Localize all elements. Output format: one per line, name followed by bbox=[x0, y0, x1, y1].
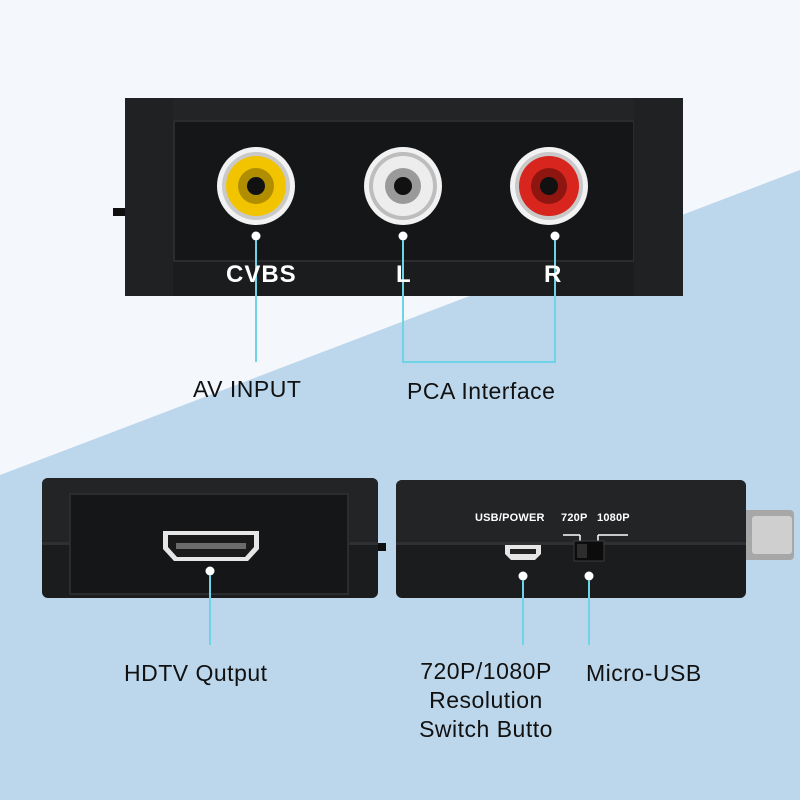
rca-connector-stub-highlight bbox=[752, 516, 792, 554]
rca-red-jack-icon bbox=[510, 147, 588, 225]
callout-dot-cvbs bbox=[251, 231, 261, 241]
device-side-left bbox=[125, 98, 173, 296]
micro-usb-callout: Micro-USB bbox=[586, 660, 702, 686]
callout-dot-l bbox=[398, 231, 408, 241]
r-port-label: R bbox=[544, 261, 563, 288]
device-seam bbox=[396, 542, 746, 545]
l-port-label: L bbox=[396, 261, 412, 288]
hdmi-port-icon bbox=[163, 531, 259, 561]
rca-yellow-jack-icon bbox=[217, 147, 295, 225]
resolution-callout-line3: Switch Butto bbox=[419, 716, 553, 742]
bottom-left-converter-device bbox=[42, 478, 386, 598]
callout-line-pca-interface bbox=[402, 240, 556, 363]
micro-usb-port-icon bbox=[505, 545, 541, 560]
resolution-callout-line1: 720P/1080P bbox=[420, 658, 552, 684]
cvbs-port-label: CVBS bbox=[226, 261, 297, 288]
callout-dot-r bbox=[550, 231, 560, 241]
resolution-switch-icon bbox=[563, 534, 628, 562]
bottom-right-converter-device bbox=[396, 480, 794, 598]
device-top-face bbox=[396, 480, 746, 544]
rca-white-jack-icon bbox=[364, 147, 442, 225]
hdtv-output-callout: HDTV Qutput bbox=[124, 660, 268, 686]
usb-power-label: USB/POWER bbox=[475, 512, 545, 524]
side-clip bbox=[378, 543, 386, 551]
res-720p-label: 720P bbox=[561, 512, 588, 524]
top-callout-lines bbox=[251, 231, 560, 363]
pca-interface-callout: PCA Interface bbox=[407, 378, 556, 404]
device-side-right bbox=[634, 98, 683, 296]
callout-dot-switch bbox=[584, 571, 594, 581]
callout-dot-usb bbox=[518, 571, 528, 581]
resolution-callout-line2: Resolution bbox=[429, 687, 543, 713]
res-1080p-label: 1080P bbox=[597, 512, 630, 524]
resolution-switch-callout: 720P/1080P Resolution Switch Butto bbox=[396, 657, 576, 744]
side-clip bbox=[113, 208, 127, 216]
av-input-callout: AV INPUT bbox=[193, 376, 302, 402]
callout-dot-hdmi bbox=[205, 566, 215, 576]
